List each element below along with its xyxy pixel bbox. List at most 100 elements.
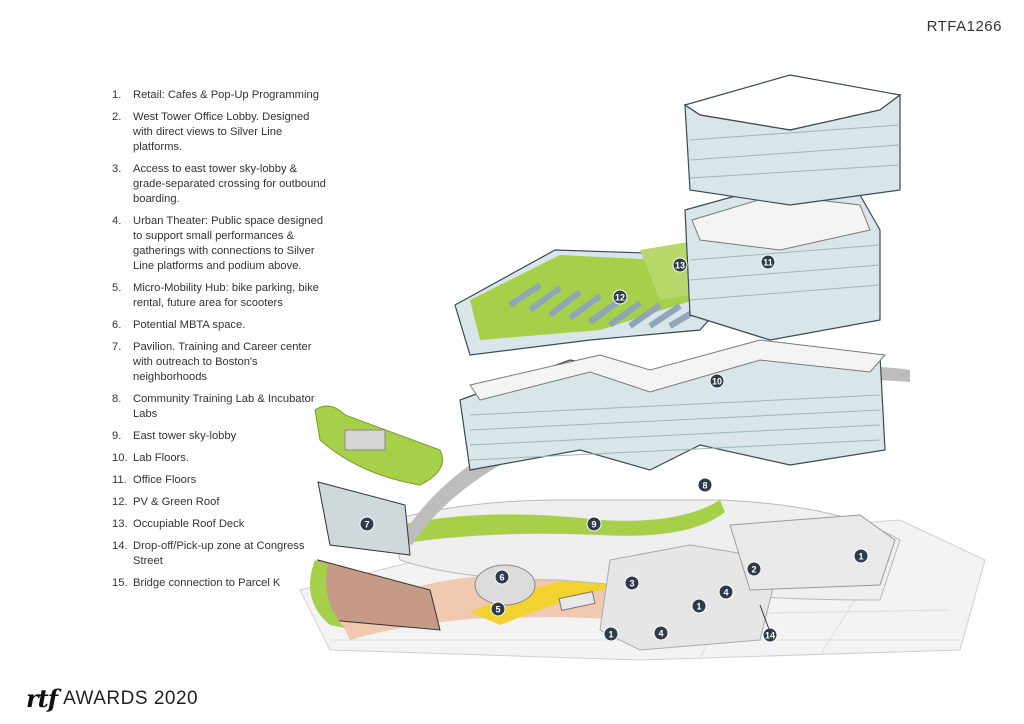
legend-number: 11. <box>112 474 127 486</box>
awards-label: AWARDS 2020 <box>63 687 199 709</box>
pv-panels <box>508 282 702 329</box>
marker-bubble: 5 <box>490 601 506 617</box>
legend-number: 6. <box>112 319 122 331</box>
legend-text: PV & Green Roof <box>133 496 220 508</box>
marker-number: 12 <box>615 293 625 303</box>
legend-number: 3. <box>112 163 122 175</box>
legend-number: 5. <box>112 282 122 294</box>
legend-item: 9. East tower sky-lobby <box>112 429 327 444</box>
legend-text: Access to east tower sky-lobby & grade-s… <box>133 163 326 205</box>
marker-bubble: 11 <box>760 254 776 270</box>
marker-bubble: 4 <box>718 584 734 600</box>
marker-number: 11 <box>763 258 773 268</box>
legend-text: Community Training Lab & Incubator Labs <box>133 393 315 420</box>
marker-bubble: 9 <box>586 516 602 532</box>
legend-text: Office Floors <box>133 474 197 486</box>
legend-item: 11. Office Floors <box>112 473 327 488</box>
legend-item: 5. Micro-Mobility Hub: bike parking, bike… <box>112 281 327 311</box>
legend-text: Lab Floors. <box>133 452 189 464</box>
marker-number: 9 <box>591 520 596 530</box>
legend-text: Retail: Cafes & Pop-Up Programming <box>133 89 319 101</box>
legend-item: 3. Access to east tower sky-lobby & grade… <box>112 162 327 207</box>
marker-number: 5 <box>495 605 500 615</box>
legend-text: West Tower Office Lobby. Designed with d… <box>133 111 310 153</box>
marker-number: 1 <box>858 552 863 562</box>
rtf-logo: rtf <box>26 684 58 713</box>
legend-text: Pavilion. Training and Career center wit… <box>133 341 312 383</box>
glass-stripes-top <box>689 124 901 179</box>
marker-number: 4 <box>658 629 663 639</box>
legend-number: 9. <box>112 430 122 442</box>
marker-bubble: 2 <box>746 561 762 577</box>
leader-line-14 <box>759 604 771 633</box>
glass-stripes-lab <box>469 394 881 461</box>
legend-item: 6. Potential MBTA space. <box>112 318 327 333</box>
marker-number: 1 <box>608 630 613 640</box>
legend-item: 10. Lab Floors. <box>112 451 327 466</box>
marker-bubble: 1 <box>853 548 869 564</box>
legend-item: 12. PV & Green Roof <box>112 495 327 510</box>
retail-block <box>729 514 896 591</box>
legend-item: 1. Retail: Cafes & Pop-Up Programming <box>112 88 327 103</box>
legend-item: 2. West Tower Office Lobby. Designed with… <box>112 110 327 155</box>
legend-text: Potential MBTA space. <box>133 319 246 331</box>
legend-number: 13. <box>112 518 128 530</box>
marker-bubble: 3 <box>624 575 640 591</box>
legend-number: 12. <box>112 496 128 508</box>
marker-number: 7 <box>364 520 369 530</box>
marker-number: 13 <box>675 261 685 271</box>
legend-number: 10. <box>112 452 128 464</box>
marker-bubble: 12 <box>612 289 628 305</box>
podium-green-edge <box>380 500 725 545</box>
legend-text: East tower sky-lobby <box>133 430 237 442</box>
east-podium <box>599 544 781 651</box>
marker-number: 3 <box>629 579 634 589</box>
legend-item: 15. Bridge connection to Parcel K <box>112 576 327 591</box>
legend-number: 15. <box>112 577 128 589</box>
marker-bubble: 10 <box>709 373 725 389</box>
legend-text: Micro-Mobility Hub: bike parking, bike r… <box>133 282 319 309</box>
legend-item: 4. Urban Theater: Public space designed t… <box>112 214 327 274</box>
legend-number: 8. <box>112 393 122 405</box>
glass-stripes-office <box>689 244 881 301</box>
legend-list: 1. Retail: Cafes & Pop-Up Programming 2. We… <box>112 88 327 598</box>
pavilion-upper-box <box>344 429 386 451</box>
legend-number: 1. <box>112 89 122 101</box>
legend-text: Bridge connection to Parcel K <box>133 577 281 589</box>
marker-bubble: 7 <box>359 516 375 532</box>
marker-bubble: 1 <box>603 626 619 642</box>
legend-number: 14. <box>112 540 128 552</box>
project-code: RTFA1266 <box>926 18 1002 35</box>
legend-number: 7. <box>112 341 122 353</box>
legend-number: 4. <box>112 215 122 227</box>
bus <box>558 591 596 611</box>
marker-number: 1 <box>696 602 701 612</box>
marker-bubble: 8 <box>697 477 713 493</box>
lab-floor-plate <box>469 339 887 401</box>
marker-number: 4 <box>723 588 728 598</box>
marker-number: 8 <box>702 481 707 491</box>
marker-number: 14 <box>765 631 775 641</box>
legend-number: 2. <box>112 111 122 123</box>
marker-bubble: 1 <box>691 598 707 614</box>
legend-text: Drop-off/Pick-up zone at Congress Street <box>133 540 305 567</box>
marker-bubble: 6 <box>494 569 510 585</box>
marker-bubble: 4 <box>653 625 669 641</box>
legend-item: 7. Pavilion. Training and Career center w… <box>112 340 327 385</box>
legend-text: Occupiable Roof Deck <box>133 518 245 530</box>
legend-item: 14. Drop-off/Pick-up zone at Congress Str… <box>112 539 327 569</box>
mbta-pod <box>474 564 536 606</box>
marker-number: 6 <box>499 573 504 583</box>
top-tower-body <box>684 93 901 206</box>
marker-layer: 13121110897653214411414 <box>359 254 869 643</box>
pavilion-lower-green <box>310 560 345 628</box>
marker-bubble: 13 <box>672 257 688 273</box>
legend-text: Urban Theater: Public space designed to … <box>133 215 324 272</box>
brand-footer: rtf AWARDS 2020 <box>26 684 198 713</box>
legend-item: 8. Community Training Lab & Incubator Lab… <box>112 392 327 422</box>
marker-bubble: 14 <box>762 627 778 643</box>
marker-number: 2 <box>751 565 756 575</box>
legend-item: 13. Occupiable Roof Deck <box>112 517 327 532</box>
marker-number: 10 <box>712 377 722 387</box>
